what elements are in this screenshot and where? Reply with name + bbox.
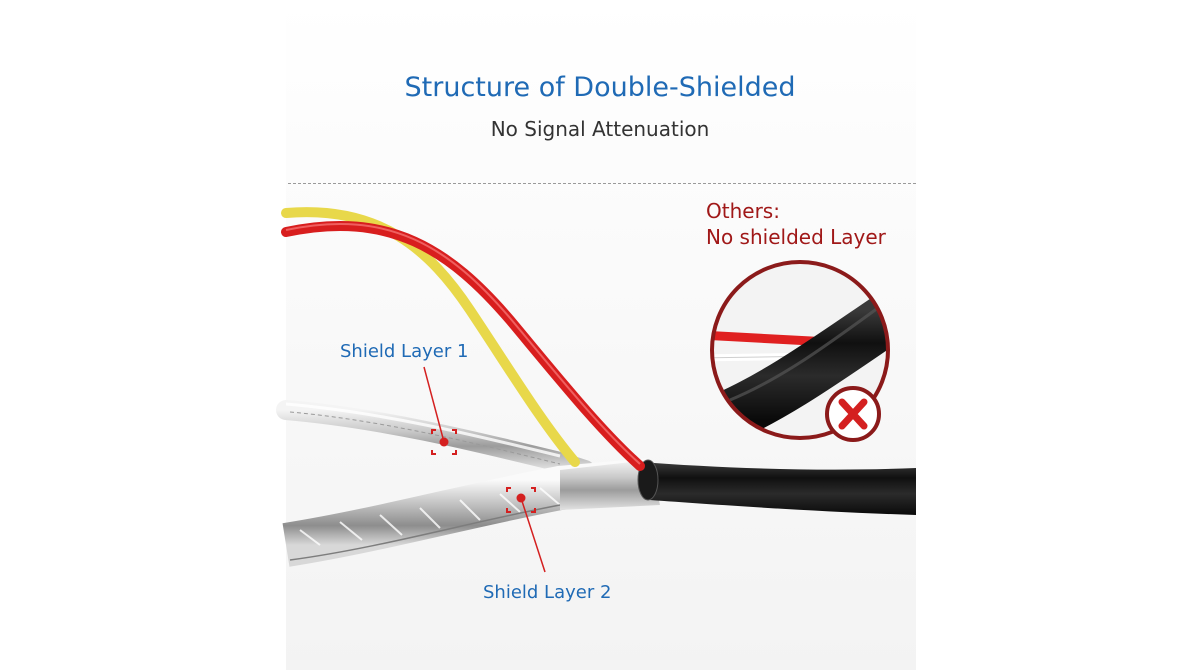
- callout-shield-layer-1: Shield Layer 1: [340, 341, 469, 362]
- diagram-subtitle: No Signal Attenuation: [490, 117, 710, 141]
- focus-marker-icon: [506, 487, 546, 573]
- yellow-wire: [281, 207, 580, 467]
- outer-black-jacket: [637, 459, 916, 515]
- others-description: No shielded Layer: [706, 225, 886, 249]
- red-wire: [281, 220, 645, 471]
- dashed-divider: [288, 183, 916, 184]
- focus-marker-icon: [423, 366, 457, 455]
- shield-layer-2-foil: [282, 458, 660, 567]
- diagram-title: Structure of Double-Shielded: [404, 72, 796, 103]
- others-heading: Others:: [706, 199, 780, 223]
- x-mark-icon: [825, 386, 881, 442]
- others-label: Others: No shielded Layer: [706, 198, 886, 250]
- callout-shield-layer-2: Shield Layer 2: [483, 582, 612, 603]
